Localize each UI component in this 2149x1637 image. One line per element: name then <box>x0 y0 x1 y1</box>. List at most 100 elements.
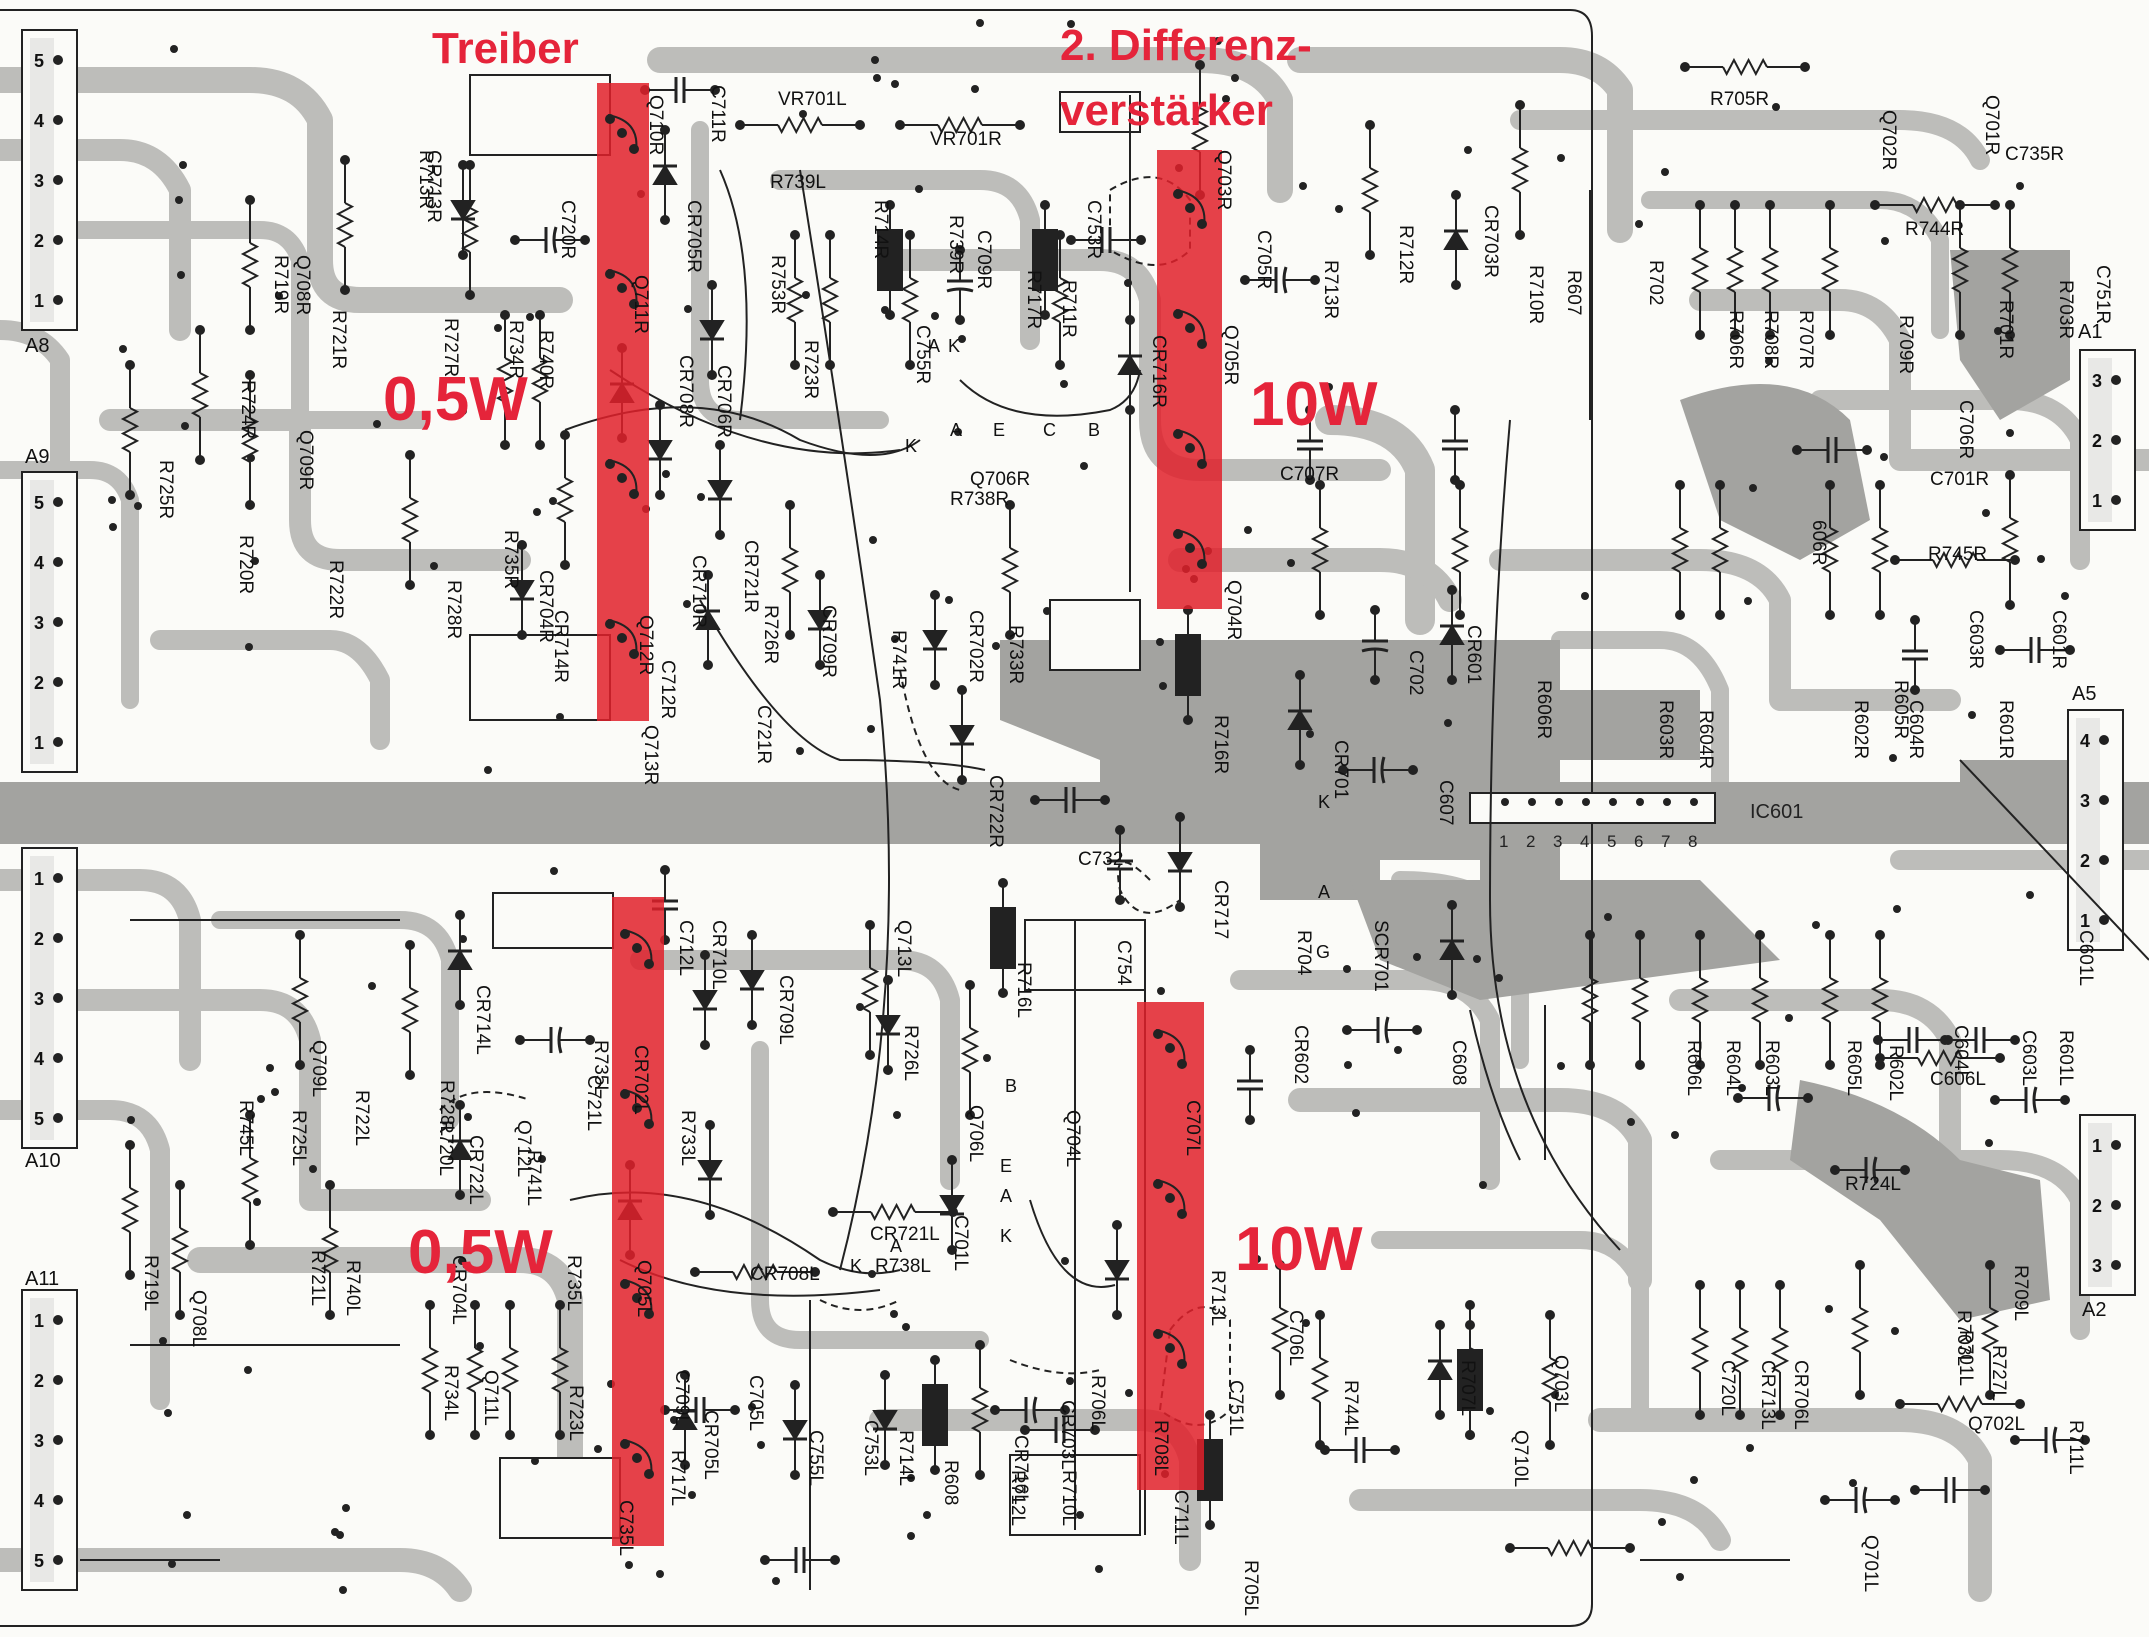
capacitor-symbol <box>1240 266 1320 294</box>
component-label: Q713L <box>893 920 914 977</box>
connector-label: A1 <box>2078 321 2102 343</box>
solder-pad <box>1222 95 1230 103</box>
solder-pad <box>1604 913 1612 921</box>
resistor-symbol <box>1820 200 1840 340</box>
component-label: R701L <box>1955 1330 1976 1386</box>
capacitor-symbol <box>1320 1437 1400 1463</box>
solder-pad <box>1825 1305 1833 1313</box>
solder-pad <box>1159 682 1167 690</box>
component-label: R727R <box>440 318 461 377</box>
resistor-symbol <box>550 1300 570 1440</box>
transistor-symbol <box>1173 429 1207 469</box>
solder-pad <box>175 196 183 204</box>
solder-pad <box>1244 526 1252 534</box>
component-label: C721L <box>583 1075 604 1131</box>
svg-text:K: K <box>948 336 960 356</box>
capacitor-symbol <box>1107 825 1133 905</box>
component-label: Q703L <box>1550 1355 1571 1412</box>
component-label: R734R <box>505 320 526 379</box>
solder-pad <box>670 1416 678 1424</box>
component-label: R712R <box>1395 225 1416 284</box>
solder-pad <box>1749 484 1757 492</box>
diode-symbol <box>1104 1220 1130 1320</box>
component-label: C707L <box>1182 1100 1203 1156</box>
resistor-symbol <box>1760 200 1780 340</box>
component-label: C701R <box>1930 469 1989 490</box>
capacitor-symbol <box>760 1547 840 1573</box>
resistor-symbol <box>320 1180 340 1320</box>
ic-pin-number: 7 <box>1661 832 1670 851</box>
connector-pin-number: 2 <box>34 1371 44 1391</box>
transistor-symbol <box>1173 309 1207 349</box>
solder-pad <box>1335 205 1343 213</box>
component-label: R708L <box>1150 1420 1171 1476</box>
component-label: VR701L <box>778 89 847 110</box>
component-label: R713R <box>1320 260 1341 319</box>
solder-pad <box>931 312 939 320</box>
solder-pad <box>1479 1181 1487 1189</box>
solder-pad <box>757 1441 765 1449</box>
connector-pin-number: 2 <box>34 673 44 693</box>
connector-pin-number: 3 <box>2080 791 2090 811</box>
solder-pad <box>244 1366 252 1374</box>
capacitor-symbol <box>1020 1417 1100 1443</box>
component-label: CR713R <box>423 150 444 223</box>
svg-text:A: A <box>1318 882 1330 902</box>
solder-pad <box>1325 383 1333 391</box>
component-label: C706R <box>1955 400 1976 459</box>
component-label: R733L <box>677 1110 698 1166</box>
component-label: R740R <box>535 330 556 389</box>
solder-pad <box>1095 1565 1103 1573</box>
resistor-symbol <box>1580 930 1600 1070</box>
connector-label: A8 <box>25 335 49 357</box>
solder-pad <box>430 562 438 570</box>
connector-pin-number: 2 <box>2080 851 2090 871</box>
solder-pad <box>945 596 953 604</box>
annotations: Treiber 2. Differenz- verstärker 0,5W 10… <box>383 21 1378 1287</box>
connector-label: A9 <box>25 446 49 468</box>
component-label: R704 <box>1293 930 1314 976</box>
component-label: Q702R <box>1878 110 1899 170</box>
component-label: C735L <box>615 1500 636 1556</box>
annotation-differenz-line2: verstärker <box>1060 86 1273 135</box>
solder-pad <box>796 747 804 755</box>
solder-pad <box>890 1310 898 1318</box>
diode-symbol <box>699 280 725 380</box>
power-resistor-symbol <box>1457 1320 1483 1440</box>
resistor-symbol <box>1690 930 1710 1070</box>
component-label: R601L <box>2055 1030 2076 1086</box>
solder-pad <box>458 1257 466 1265</box>
resistor-symbol <box>1890 550 2020 570</box>
resistor-symbol <box>1000 500 1020 640</box>
diode-symbol <box>939 1155 965 1255</box>
solder-pad <box>1231 74 1239 82</box>
connector-pin-number: 2 <box>2092 431 2102 451</box>
solder-pad <box>1785 1014 1793 1022</box>
ic-pin-dot <box>1582 798 1590 806</box>
resistor-symbol <box>1850 1260 1870 1400</box>
resistor-symbol <box>2000 200 2020 340</box>
highlight-diff-amp-transistors-bottom <box>1137 1002 1204 1490</box>
solder-pad <box>1076 1511 1084 1519</box>
resistor-symbol <box>828 1202 958 1222</box>
component-label: R714L <box>895 1430 916 1486</box>
solder-pad <box>373 420 381 428</box>
capacitor-symbol <box>990 1396 1070 1424</box>
solder-pad <box>1746 1444 1754 1452</box>
component-label: R733R <box>1005 625 1026 684</box>
solder-pad <box>1994 327 2002 335</box>
component-label: R708R <box>1760 310 1781 369</box>
component-label: C601R <box>2048 610 2069 669</box>
resistor-symbol <box>2000 470 2020 610</box>
component-label: R601R <box>1995 700 2016 759</box>
solder-pad <box>1344 1061 1352 1069</box>
component-label: CR716L <box>1010 1435 1031 1505</box>
annotation-treiber: Treiber <box>432 24 579 73</box>
component-label: Q709R <box>295 430 316 490</box>
solder-pad <box>1302 1319 1310 1327</box>
component-label: CR703R <box>1480 205 1501 278</box>
solder-pad <box>748 1403 756 1411</box>
component-label: Q712L <box>513 1120 534 1177</box>
diode-symbol <box>450 160 476 260</box>
